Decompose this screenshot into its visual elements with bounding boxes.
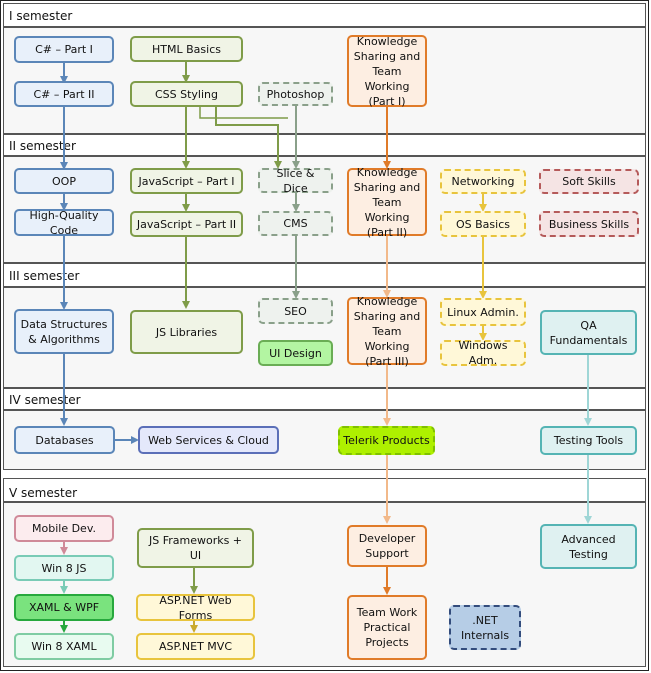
course-knowledge-sharing-part-3[interactable]: Knowledge Sharing and Team Working (Part…	[347, 295, 427, 368]
course-networking[interactable]: Networking	[440, 169, 526, 194]
course-photoshop[interactable]: Photoshop	[258, 82, 333, 106]
course-business-skills[interactable]: Business Skills	[539, 211, 639, 237]
course-developer-support[interactable]: Developer Support	[347, 525, 427, 567]
semester-2-title: II semester	[9, 139, 76, 153]
semester-3-header: III semester	[3, 263, 646, 287]
semester-1-header: I semester	[3, 3, 646, 27]
course-telerik-products[interactable]: Telerik Products	[338, 426, 435, 455]
semester-5-title: V semester	[9, 486, 78, 500]
course-css-styling[interactable]: CSS Styling	[130, 81, 243, 107]
course-ui-design[interactable]: UI Design	[258, 340, 333, 366]
course-advanced-testing[interactable]: Advanced Testing	[540, 524, 637, 569]
course-win8-js[interactable]: Win 8 JS	[14, 555, 114, 581]
course-aspnet-mvc[interactable]: ASP.NET MVC	[136, 633, 255, 660]
semester-3-title: III semester	[9, 269, 80, 283]
semester-1-area	[3, 27, 646, 134]
semester-4-title: IV semester	[9, 393, 81, 407]
course-knowledge-sharing-part-2[interactable]: Knowledge Sharing and Team Working (Part…	[347, 166, 427, 239]
course-xaml-wpf[interactable]: XAML & WPF	[14, 594, 114, 621]
course-csharp-part-1[interactable]: C# – Part I	[14, 36, 114, 63]
course-qa-fundamentals[interactable]: QA Fundamentals	[540, 310, 637, 355]
course-high-quality-code[interactable]: High-Quality Code	[14, 209, 114, 237]
course-linux-admin[interactable]: Linux Admin.	[440, 298, 526, 326]
course-databases[interactable]: Databases	[14, 426, 115, 454]
course-js-frameworks-ui[interactable]: JS Frameworks + UI	[137, 528, 254, 568]
course-csharp-part-2[interactable]: C# – Part II	[14, 81, 114, 107]
semester-1-title: I semester	[9, 9, 73, 23]
course-os-basics[interactable]: OS Basics	[440, 211, 526, 237]
course-data-structures-algorithms[interactable]: Data Structures & Algorithms	[14, 309, 114, 354]
course-net-internals[interactable]: .NET Internals	[449, 605, 521, 650]
course-cms[interactable]: CMS	[258, 211, 333, 236]
course-js-libraries[interactable]: JS Libraries	[130, 310, 243, 354]
semester-4-header: IV semester	[3, 388, 646, 410]
semester-5-header: V semester	[3, 478, 646, 502]
course-win8-xaml[interactable]: Win 8 XAML	[14, 633, 114, 660]
course-javascript-part-2[interactable]: JavaScript – Part II	[130, 211, 243, 237]
course-windows-admin[interactable]: Windows Adm.	[440, 339, 526, 367]
course-html-basics[interactable]: HTML Basics	[130, 36, 243, 62]
course-soft-skills[interactable]: Soft Skills	[539, 169, 639, 194]
course-slice-and-dice[interactable]: Slice & Dice	[258, 167, 333, 195]
course-javascript-part-1[interactable]: JavaScript – Part I	[130, 168, 243, 194]
course-seo[interactable]: SEO	[258, 298, 333, 324]
course-testing-tools[interactable]: Testing Tools	[540, 426, 637, 455]
course-team-work-projects[interactable]: Team Work Practical Projects	[347, 595, 427, 660]
semester-2-header: II semester	[3, 134, 646, 156]
course-aspnet-web-forms[interactable]: ASP.NET Web Forms	[136, 594, 255, 622]
course-mobile-dev[interactable]: Mobile Dev.	[14, 515, 114, 542]
course-oop[interactable]: OOP	[14, 168, 114, 194]
course-web-services-cloud[interactable]: Web Services & Cloud	[138, 426, 279, 454]
course-knowledge-sharing-part-1[interactable]: Knowledge Sharing and Team Working (Part…	[347, 35, 427, 108]
